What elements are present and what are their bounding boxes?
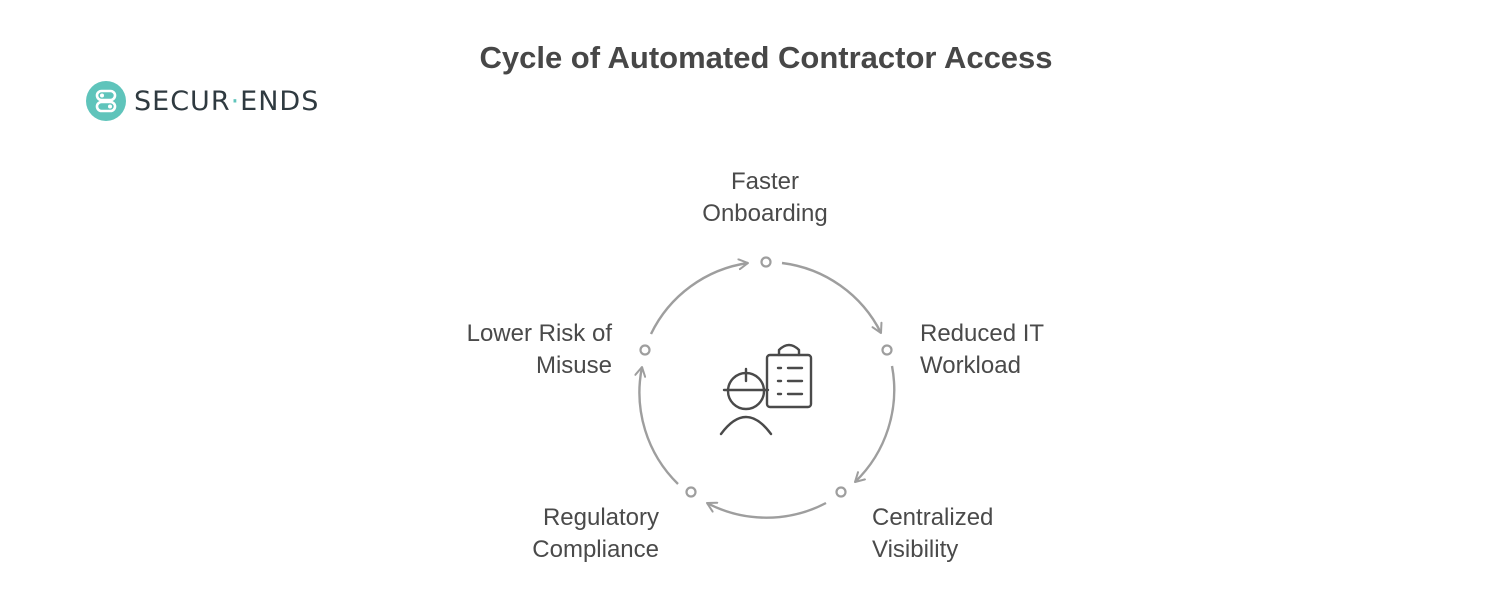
stage-label-line: Misuse (535, 352, 612, 379)
stage-label-line: Compliance (532, 536, 659, 563)
stage-label-line: Faster (730, 168, 799, 195)
stage-node-regulatory-compliance (685, 486, 697, 498)
stage-label-lower-risk: Lower Risk of Misuse (412, 318, 612, 382)
stage-node-faster-onboarding (760, 256, 772, 268)
logo-mark-icon (86, 81, 126, 121)
cycle-arrow-4 (634, 366, 679, 485)
logo-separator: · (230, 85, 241, 117)
stage-node-centralized-visibility (835, 486, 847, 498)
stage-label-reduced-it-workload: Reduced IT Workload (920, 318, 1044, 382)
stage-node-lower-risk (639, 344, 651, 356)
stage-node-reduced-it-workload (881, 344, 893, 356)
cycle-arrow-3 (706, 501, 827, 519)
contractor-with-clipboard-icon (719, 343, 813, 436)
logo-text-right: ENDS (240, 85, 320, 117)
stage-label-line: Onboarding (702, 200, 828, 227)
stage-label-line: Lower Risk of (466, 320, 612, 347)
cycle-arrow-2 (854, 365, 896, 483)
stage-label-line: Workload (920, 352, 1021, 379)
stage-label-faster-onboarding: Faster Onboarding (665, 166, 865, 230)
cycle-arrow-5 (649, 258, 749, 335)
stage-label-centralized-visibility: Centralized Visibility (872, 502, 993, 566)
stage-label-line: Centralized (872, 504, 994, 531)
stage-label-regulatory-compliance: Regulatory Compliance (459, 502, 659, 566)
stage-label-line: Visibility (872, 536, 959, 563)
page-title: Cycle of Automated Contractor Access (479, 40, 1053, 75)
logo-wordmark: SECUR·ENDS (134, 86, 319, 117)
stage-label-line: Regulatory (542, 504, 659, 531)
logo-text-left: SECUR (134, 85, 231, 117)
cycle-arrow-1 (781, 261, 883, 334)
stage-label-line: Reduced IT (920, 320, 1045, 347)
secure-ends-logo: SECUR·ENDS (86, 80, 319, 122)
